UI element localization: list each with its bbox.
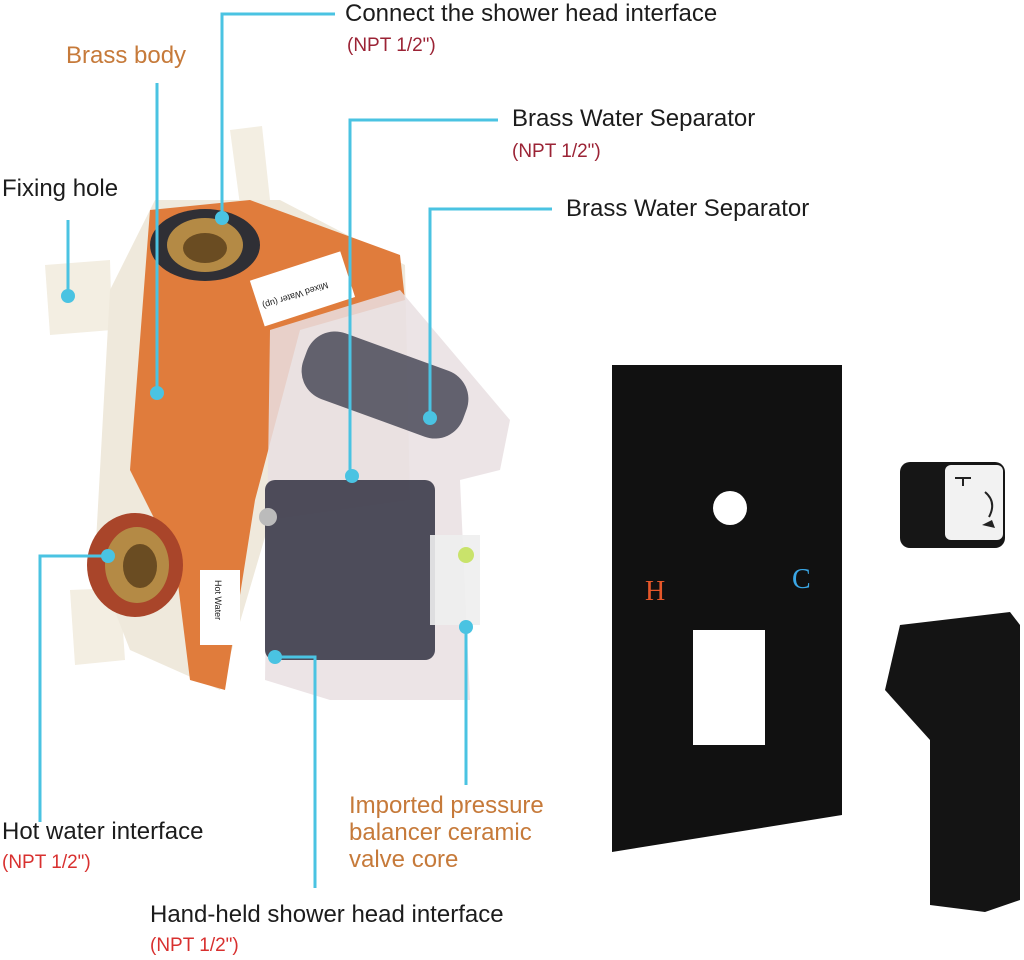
sticker-hot-water: Hot Water	[213, 580, 223, 620]
label-separator-2: Brass Water Separator	[566, 195, 810, 222]
valve-body	[45, 126, 510, 700]
label-valve-core-2: balancer ceramic	[349, 819, 532, 846]
leader-dots	[61, 211, 473, 664]
label-hot-water: Hot water interface	[2, 818, 204, 845]
hand-shower-icon	[982, 520, 995, 528]
diverter-knob	[900, 462, 1005, 548]
spec-hand-held: (NPT 1/2")	[150, 935, 239, 956]
lever-handle	[885, 612, 1020, 912]
label-fixing-hole: Fixing hole	[2, 175, 119, 202]
hot-mark: H	[645, 576, 665, 607]
label-valve-core-1: Imported pressure	[349, 792, 544, 819]
label-brass-body: Brass body	[66, 42, 187, 69]
curved-arrow-icon	[984, 491, 994, 518]
label-valve-core-3: valve core	[349, 846, 459, 873]
label-hand-held: Hand-held shower head interface	[150, 901, 504, 928]
fixed-shower-head-icon	[955, 477, 971, 486]
label-separator-1: Brass Water Separator	[512, 105, 756, 132]
spec-separator-1: (NPT 1/2")	[512, 141, 601, 162]
label-shower-head: Connect the shower head interface	[345, 0, 718, 27]
spec-hot-water: (NPT 1/2")	[2, 852, 91, 873]
trim-plate: H C	[612, 365, 842, 852]
cold-mark: C	[792, 564, 811, 595]
leader-lines	[38, 12, 552, 888]
spec-shower-head: (NPT 1/2")	[347, 35, 436, 56]
